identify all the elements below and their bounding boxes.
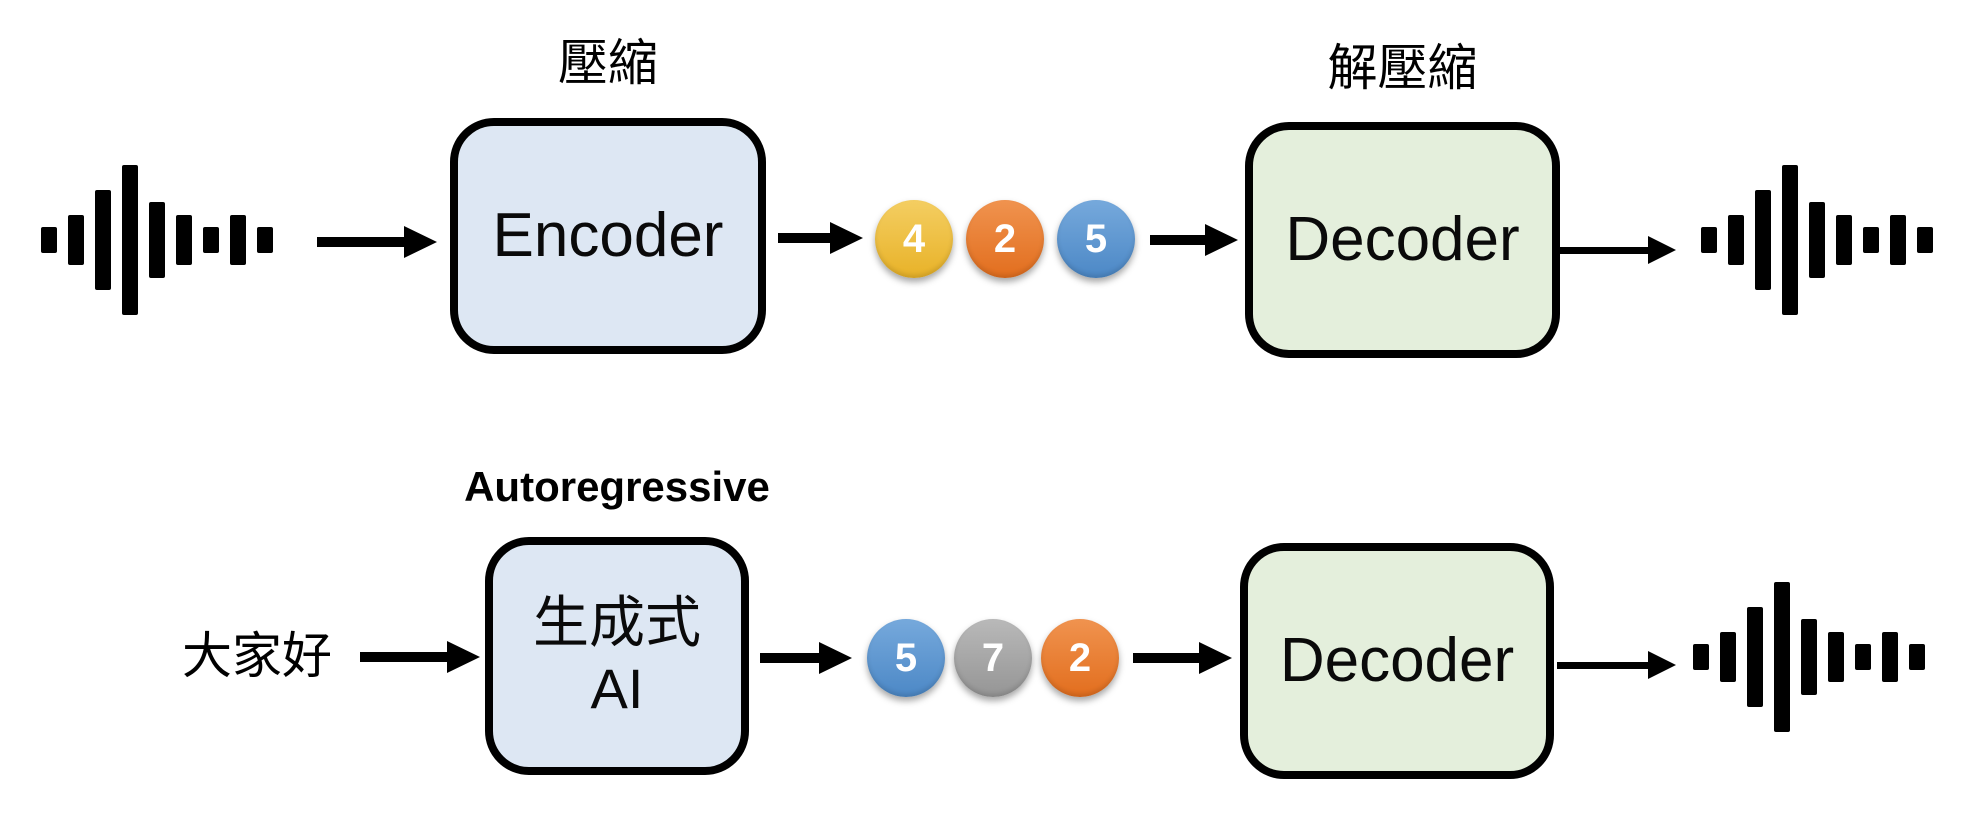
token-value: 7 — [981, 635, 1005, 680]
arrow-shaft — [1558, 246, 1648, 254]
flow-arrow — [1558, 236, 1676, 264]
arrow-shaft — [1133, 653, 1199, 663]
flow-arrow — [1133, 642, 1232, 674]
autoregressive-label: Autoregressive — [464, 463, 770, 510]
encoder-box: Encoder — [450, 118, 766, 354]
token-value: 2 — [1068, 635, 1092, 680]
token-circle: 2 — [1041, 619, 1119, 697]
waveform-bar — [1755, 190, 1771, 290]
flow-arrow — [1557, 651, 1676, 679]
waveform-bar — [41, 227, 57, 253]
waveform-bar — [176, 215, 192, 265]
waveform-bar — [1836, 215, 1852, 265]
waveform-bar — [1774, 582, 1790, 732]
input-text: 大家好 — [182, 628, 332, 684]
token-value: 2 — [993, 216, 1017, 261]
waveform-bar — [149, 202, 165, 278]
arrow-shaft — [1150, 235, 1205, 245]
waveform-bar — [230, 215, 246, 265]
generative-ai-text-line2: AI — [590, 657, 644, 720]
audio-waveform-icon — [41, 164, 273, 316]
arrow-head — [819, 642, 852, 674]
flow-arrow — [317, 226, 437, 258]
arrow-head — [830, 222, 863, 254]
token-circle: 5 — [867, 619, 945, 697]
waveform-bar — [1809, 202, 1825, 278]
waveform-bar — [1890, 215, 1906, 265]
flow-arrow — [360, 641, 480, 673]
waveform-bar — [1909, 644, 1925, 670]
token-circle: 5 — [1057, 200, 1135, 278]
waveform-bar — [1863, 227, 1879, 253]
decoder-box-2-text: Decoder — [1279, 626, 1515, 696]
arrow-shaft — [360, 652, 447, 662]
decoder-box-text: Decoder — [1285, 205, 1520, 275]
token-circle: 2 — [966, 200, 1044, 278]
waveform-bar — [1782, 165, 1798, 315]
waveform-bar — [1693, 644, 1709, 670]
waveform-bar — [1882, 632, 1898, 682]
generative-ai-text-line1: 生成式 — [533, 590, 701, 654]
token-circle: 4 — [875, 200, 953, 278]
waveform-bar — [257, 227, 273, 253]
arrow-head — [404, 226, 437, 258]
arrow-shaft — [778, 233, 830, 243]
waveform-bar — [1720, 632, 1736, 682]
token-value: 5 — [1084, 216, 1108, 261]
flow-arrow — [1150, 224, 1238, 256]
arrow-shaft — [760, 653, 819, 663]
token-value: 5 — [894, 635, 918, 680]
encoder-box-text: Encoder — [492, 201, 724, 271]
arrow-head — [447, 641, 480, 673]
decoder-box: Decoder — [1245, 122, 1560, 358]
waveform-bar — [95, 190, 111, 290]
waveform-bar — [1828, 632, 1844, 682]
arrow-head — [1648, 651, 1676, 679]
compression-label: 壓縮 — [558, 35, 658, 91]
waveform-bar — [122, 165, 138, 315]
audio-waveform-icon — [1701, 164, 1933, 316]
waveform-bar — [1801, 619, 1817, 695]
audio-waveform-icon — [1693, 581, 1925, 733]
token-circle: 7 — [954, 619, 1032, 697]
waveform-bar — [1855, 644, 1871, 670]
waveform-bar — [68, 215, 84, 265]
waveform-bar — [1747, 607, 1763, 707]
arrow-head — [1199, 642, 1232, 674]
arrow-shaft — [317, 237, 404, 247]
arrow-head — [1648, 236, 1676, 264]
arrow-shaft — [1557, 661, 1648, 669]
arrow-head — [1205, 224, 1238, 256]
waveform-bar — [1728, 215, 1744, 265]
generative-ai-box: 生成式 AI — [485, 537, 749, 775]
waveform-bar — [203, 227, 219, 253]
waveform-bar — [1701, 227, 1717, 253]
flow-arrow — [760, 642, 852, 674]
decoder-box-2: Decoder — [1240, 543, 1554, 779]
token-value: 4 — [902, 216, 926, 261]
waveform-bar — [1917, 227, 1933, 253]
flow-arrow — [778, 222, 863, 254]
decompression-label: 解壓縮 — [1327, 40, 1478, 96]
